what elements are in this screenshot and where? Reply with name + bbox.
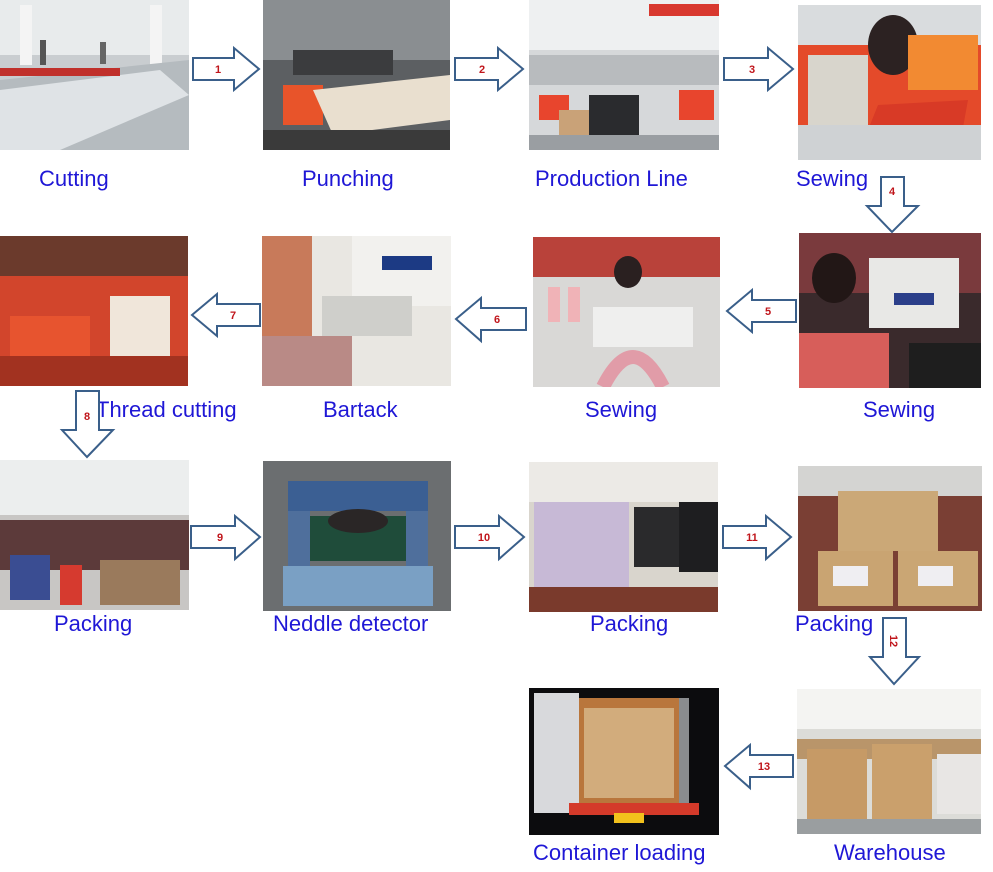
flow-arrow-6: 6 [454,295,527,344]
arrow-number-2: 2 [479,64,485,76]
flow-arrow-12: 12 [867,617,922,686]
step-label-warehouse: Warehouse [834,840,946,865]
arrow-number-13: 13 [758,761,770,773]
photo-packing-1 [0,460,189,610]
step-label-container-loading: Container loading [533,840,706,865]
photo-warehouse [797,689,981,834]
photo-sewing-2 [799,233,981,388]
flow-arrow-8: 8 [59,390,116,459]
arrow-number-4: 4 [889,186,896,198]
step-label-packing-2: Packing [590,611,669,636]
arrow-number-10: 10 [478,532,490,544]
step-label-packing-3: Packing [795,611,874,636]
flow-arrow-1: 1 [192,45,261,93]
arrow-number-6: 6 [494,314,500,326]
photo-packing-2 [529,462,718,612]
photo-sewing-1 [798,5,981,160]
arrow-number-12: 12 [887,635,899,647]
flow-arrow-7: 7 [190,291,261,339]
photo-bartack [262,236,451,386]
arrow-number-8: 8 [84,411,90,423]
photo-sewing-3 [533,237,720,387]
step-label-needle-detector: Neddle detector [273,611,429,636]
photo-container-loading [529,688,719,835]
photo-cutting [0,0,189,150]
step-label-sewing-3: Sewing [585,397,658,422]
photo-punching [263,0,450,150]
photo-thread-cutting [0,236,188,386]
photo-packing-3 [798,466,982,611]
arrow-number-3: 3 [749,64,755,76]
flow-arrow-4: 4 [864,176,921,234]
flow-arrow-3: 3 [723,45,795,93]
photo-needle-detector [263,461,451,611]
flow-arrow-5: 5 [725,287,797,335]
step-label-sewing-2: Sewing [863,397,936,422]
arrow-number-11: 11 [746,532,758,544]
arrow-number-1: 1 [215,64,221,76]
step-label-production-line: Production Line [535,166,688,191]
arrow-number-9: 9 [217,532,223,544]
step-label-cutting: Cutting [39,166,109,191]
flow-arrow-13: 13 [723,742,794,791]
step-label-thread-cutting: Thread cutting [96,397,237,422]
flow-arrow-2: 2 [454,45,525,93]
step-label-bartack: Bartack [323,397,398,422]
flow-arrow-9: 9 [190,513,262,562]
arrow-number-7: 7 [230,310,236,322]
flow-arrow-10: 10 [454,513,526,562]
flow-arrow-11: 11 [722,513,793,562]
step-label-packing-1: Packing [54,611,133,636]
step-label-punching: Punching [302,166,394,191]
photo-production-line [529,0,719,150]
arrow-number-5: 5 [765,306,771,318]
step-label-sewing-1: Sewing [796,166,869,191]
